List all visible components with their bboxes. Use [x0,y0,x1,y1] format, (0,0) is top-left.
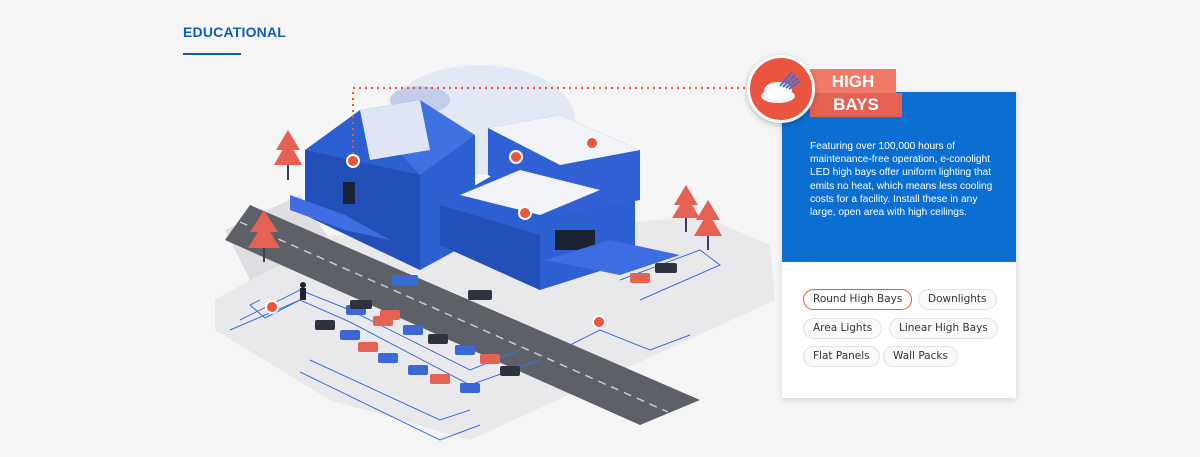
hotspots [265,136,606,329]
road [225,205,700,425]
card-header-blue: Featuring over 100,000 hours of maintena… [782,92,1016,262]
product-description: Featuring over 100,000 hours of maintena… [810,141,993,219]
section-title-underline [183,53,241,55]
person-figure [300,282,306,300]
pill-flat-panels[interactable]: Flat Panels [803,346,880,367]
trees [248,130,722,262]
section-title: EDUCATIONAL [183,24,287,40]
heading-bays: BAYS [810,93,902,117]
high-bay-light-icon [747,55,815,123]
heading-high: HIGH [810,69,896,93]
hotspot-parking-1 [265,300,279,314]
connector-line [352,87,750,160]
pill-downlights[interactable]: Downlights [918,289,997,310]
parked-cars [315,263,677,393]
pill-area-lights[interactable]: Area Lights [803,318,883,339]
pill-wall-packs[interactable]: Wall Packs [883,346,958,367]
hotspot-parking-2 [592,315,606,329]
pill-linear-high-bays[interactable]: Linear High Bays [889,318,998,339]
hotspot-gym [346,154,360,168]
gymnasium-building [290,100,475,270]
hotspot-classroom-2 [585,136,599,150]
hotspot-classroom-3 [518,206,532,220]
hotspot-classroom-1 [509,150,523,164]
pill-round-high-bays[interactable]: Round High Bays [803,289,913,310]
classroom-building [440,115,680,290]
